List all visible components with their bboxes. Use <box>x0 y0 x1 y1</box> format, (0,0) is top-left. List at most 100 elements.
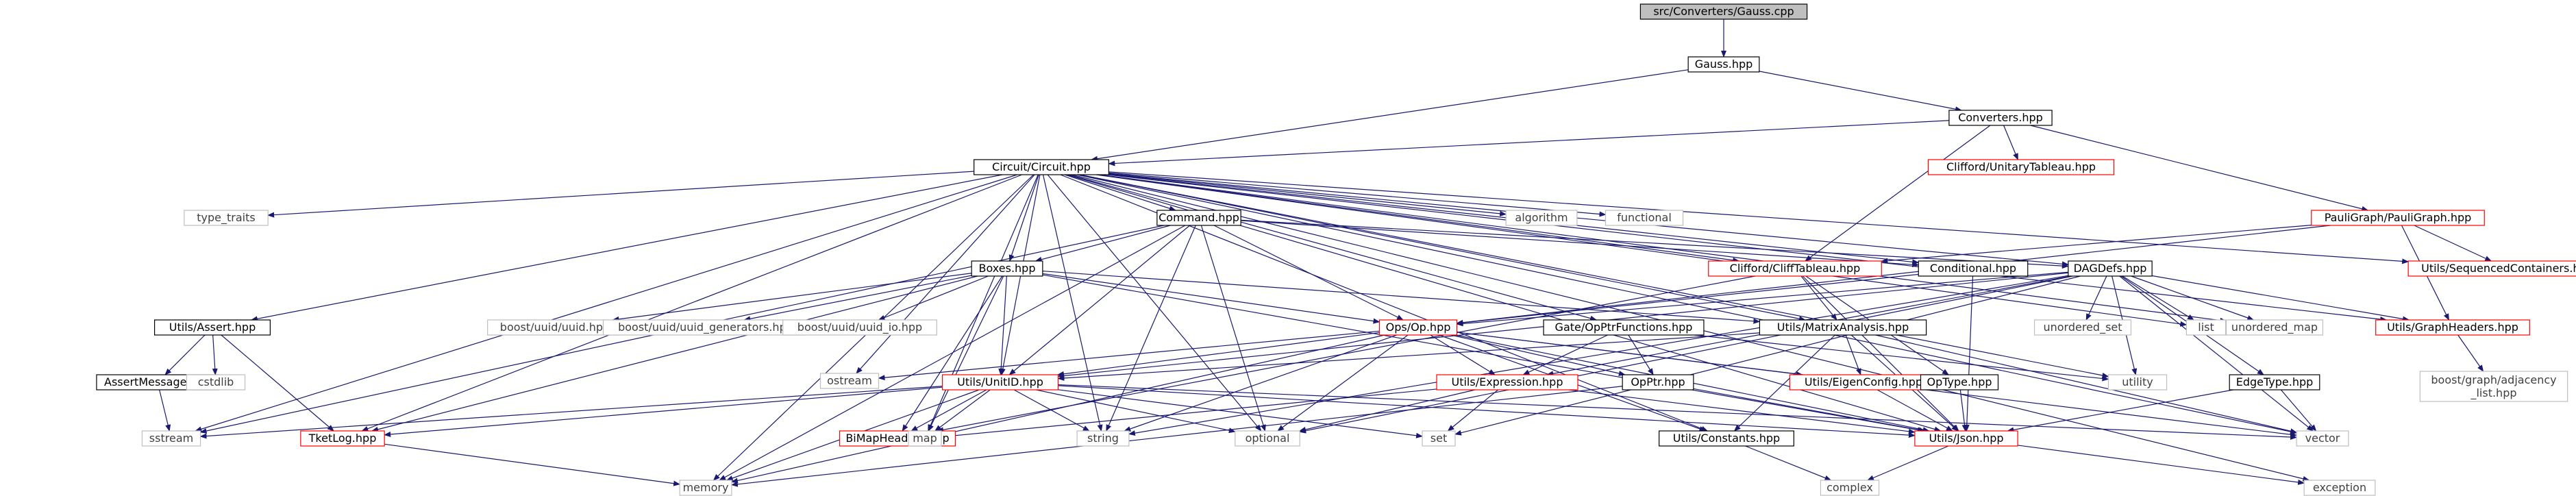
node-label: unordered_map <box>2231 321 2318 334</box>
node-box <box>2407 260 2576 277</box>
edge-edgetype-to-json <box>2007 389 2233 433</box>
edge-converters-to-clifftableau <box>1805 125 1991 262</box>
edge-circuit-to-vector <box>1076 174 2298 435</box>
node-expression[interactable]: Utils/Expression.hpp <box>1436 374 1578 390</box>
node-matrixanalysis[interactable]: Utils/MatrixAnalysis.hpp <box>1759 319 1927 336</box>
edge-boxes-to-uuid <box>612 273 972 322</box>
node-label: boost/uuid/uuid_io.hpp <box>797 321 922 334</box>
edge-unitid-to-set <box>1058 389 1424 438</box>
node-label: Utils/MatrixAnalysis.hpp <box>1777 321 1909 334</box>
edge-conditional-to-json <box>1964 275 1974 432</box>
node-clifftableau[interactable]: Clifford/CliffTableau.hpp <box>1708 260 1882 277</box>
node-label: Utils/UnitID.hpp <box>957 375 1043 388</box>
edge-opsop-to-optional <box>1277 334 1409 432</box>
edge-clifftableau-to-json <box>1802 275 1959 432</box>
node-optype[interactable]: OpType.hpp <box>1920 374 1999 390</box>
edge-dagdefs-to-optional <box>1299 275 2073 434</box>
node-label: set <box>1431 432 1447 445</box>
node-label: Circuit/Circuit.hpp <box>992 160 1091 173</box>
node-tketlog[interactable]: TketLog.hpp <box>300 430 385 447</box>
node-box <box>782 319 937 336</box>
edge-circuit-to-seqcontainers <box>1109 171 2410 264</box>
edge-conditional-to-opsop <box>1456 273 1919 326</box>
node-label: Boxes.hpp <box>979 262 1036 275</box>
node-string: string <box>1076 430 1130 447</box>
edge-boxes-to-unitid <box>998 275 1007 375</box>
node-box <box>2225 319 2324 336</box>
node-constants[interactable]: Utils/Constants.hpp <box>1659 430 1794 447</box>
edge-opsop-to-memory <box>730 334 1385 484</box>
node-box <box>908 430 942 447</box>
node-dagdefs[interactable]: DAGDefs.hpp <box>2068 260 2153 277</box>
edges-layer <box>159 19 2492 487</box>
node-box <box>1156 210 1241 226</box>
node-command[interactable]: Command.hpp <box>1156 210 1241 226</box>
edge-circuit-to-clifftableau <box>1097 174 1740 263</box>
node-boxes[interactable]: Boxes.hpp <box>971 260 1043 277</box>
node-label: AssertMessage.hpp <box>104 375 211 388</box>
edge-tketlog-to-memory <box>384 443 681 486</box>
node-type_traits: type_traits <box>184 210 269 226</box>
node-eigenconfig[interactable]: Utils/EigenConfig.hpp <box>1789 374 1938 390</box>
node-label: Utils/GraphHeaders.hpp <box>2387 321 2518 334</box>
edge-circuit-to-string <box>1042 174 1103 432</box>
node-cstdlib: cstdlib <box>186 374 246 390</box>
edge-unitid-to-map <box>934 389 991 432</box>
edge-pauligraph-to-opsop <box>1456 225 2331 325</box>
edge-matrixanalysis-to-unitid <box>1057 332 1760 381</box>
node-conditional[interactable]: Conditional.hpp <box>1918 260 2029 277</box>
node-root[interactable]: src/Converters/Gauss.cpp <box>1639 3 1808 20</box>
edge-circuit-to-algorithm <box>1109 173 1507 216</box>
node-seqcontainers[interactable]: Utils/SequencedContainers.hpp <box>2407 260 2576 277</box>
edge-dagdefs-to-unordered_map <box>2131 275 2255 321</box>
node-label: Clifford/UnitaryTableau.hpp <box>1946 160 2096 173</box>
edge-converters-to-pauligraph <box>2030 125 2369 212</box>
edge-json-to-complex <box>1867 445 1949 481</box>
node-label: Gauss.hpp <box>1695 58 1753 71</box>
node-graphheaders[interactable]: Utils/GraphHeaders.hpp <box>2375 319 2530 336</box>
node-assert[interactable]: Utils/Assert.hpp <box>154 319 271 336</box>
edge-gauss-to-circuit <box>1091 69 1689 162</box>
node-box <box>2229 374 2320 390</box>
edge-opptrfn-to-expression <box>1522 334 1608 375</box>
node-pauligraph[interactable]: PauliGraph/PauliGraph.hpp <box>2311 210 2485 226</box>
edge-circuit-to-type_traits <box>267 171 974 218</box>
edge-opsop-to-unitid <box>1056 332 1380 377</box>
edge-constants-to-complex <box>1745 445 1832 481</box>
node-unitid[interactable]: Utils/UnitID.hpp <box>941 374 1058 390</box>
node-box <box>1235 430 1300 447</box>
node-label: boost/uuid/uuid.hpp <box>500 321 610 334</box>
node-exception: exception <box>2303 480 2376 496</box>
node-box <box>186 374 246 390</box>
edge-gauss-to-converters <box>1759 71 1963 112</box>
edge-boxes-to-json <box>1042 274 1924 433</box>
node-opsop[interactable]: Ops/Op.hpp <box>1378 319 1458 336</box>
node-box <box>2303 480 2376 496</box>
node-unordered_set: unordered_set <box>2033 319 2132 336</box>
node-opptr[interactable]: OpPtr.hpp <box>1622 374 1694 390</box>
node-sstream: sstream <box>141 430 201 447</box>
edge-matrixanalysis-to-eigenconfig <box>1845 334 1861 375</box>
node-box <box>1076 430 1130 447</box>
node-label: Conditional.hpp <box>1930 262 2016 275</box>
node-circuit[interactable]: Circuit/Circuit.hpp <box>974 159 1109 175</box>
edge-circuit-to-opptrfn <box>1068 174 1598 321</box>
node-gauss[interactable]: Gauss.hpp <box>1687 56 1760 73</box>
node-box <box>1820 480 1880 496</box>
edge-expression-to-optional <box>1298 389 1476 432</box>
edge-pauligraph-to-clifftableau <box>1881 225 2312 264</box>
edge-circuit-to-assert <box>250 174 1003 322</box>
node-unitary[interactable]: Clifford/UnitaryTableau.hpp <box>1927 159 2115 175</box>
edge-opptrfn-to-utility <box>1694 334 2109 382</box>
edge-optype-to-json <box>1959 389 1968 432</box>
node-label: Utils/EigenConfig.hpp <box>1805 375 1922 388</box>
node-opptrfn[interactable]: Gate/OpPtrFunctions.hpp <box>1543 319 1705 336</box>
node-edgetype[interactable]: EdgeType.hpp <box>2229 374 2320 390</box>
node-box <box>1759 319 1927 336</box>
node-box <box>1920 374 1999 390</box>
node-json[interactable]: Utils/Json.hpp <box>1914 430 2018 447</box>
edge-opsop-to-eigenconfig <box>1457 332 1803 377</box>
node-converters[interactable]: Converters.hpp <box>1948 110 2053 126</box>
node-complex: complex <box>1820 480 1880 496</box>
node-vector: vector <box>2296 430 2349 447</box>
